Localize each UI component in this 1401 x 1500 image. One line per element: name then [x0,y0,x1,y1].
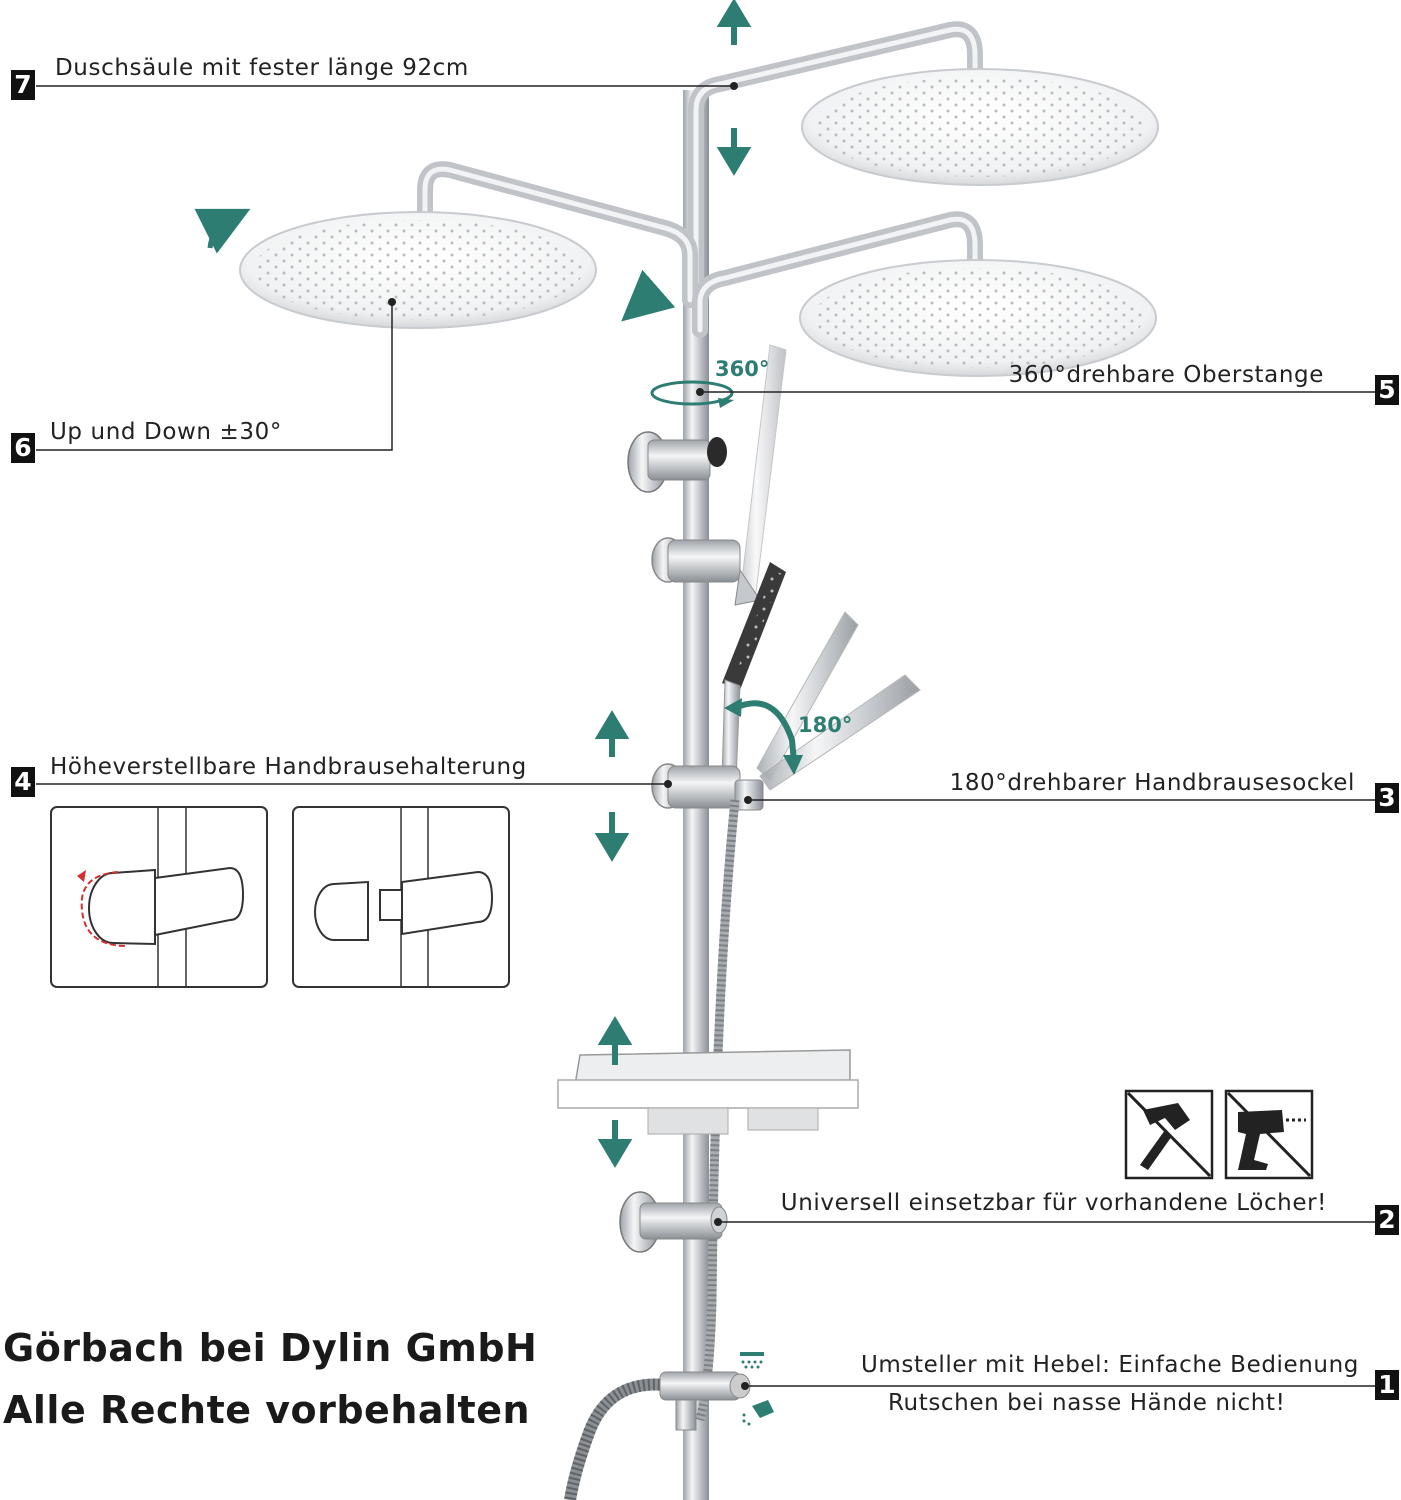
hand-shower-ghost [739,344,787,601]
tilt-arrow-right [621,269,676,322]
diverter [659,1371,751,1431]
badge-6: 6 [11,433,35,463]
no-drill-icon [1224,1089,1314,1180]
tilt-arrow-left [194,208,251,254]
callout-7-text: Duschsäule mit fester länge 92cm [55,55,469,81]
badge-3: 3 [1375,783,1399,813]
badge-7: 7 [11,70,35,100]
rotation-180-label: 180° [798,713,853,737]
callout-1-text: Umsteller mit Hebel: Einfache Bedienung [860,1352,1359,1378]
lower-slider [651,763,764,811]
rotation-360-icon [650,380,734,406]
badge-2: 2 [1375,1205,1399,1235]
height-arrow-mid [594,710,630,862]
copyright-line-1: Görbach bei Dylin GmbH [3,1326,538,1370]
leader-6 [36,302,393,451]
height-arrow-low [597,1016,633,1168]
upper-slider [651,537,761,606]
rotation-180-icon [733,700,797,763]
no-hammer-icon [1124,1089,1214,1180]
badge-1: 1 [1375,1370,1399,1400]
callout-2-text: Universell einsetzbar für vorhandene Löc… [780,1190,1327,1216]
wall-bracket-bottom [619,1191,728,1253]
callout-5-text: 360°drehbare Oberstange [1008,362,1324,388]
callout-4-text: Höheverstellbare Handbrausehalterung [50,754,527,780]
badge-5: 5 [1375,375,1399,405]
badge-4: 4 [11,767,35,797]
callout-3-text: 180°drehbarer Handbrausesockel [949,770,1355,796]
hand-shower-icon [742,1400,774,1426]
copyright-line-2: Alle Rechte vorbehalten [3,1388,531,1432]
callout-6-text: Up und Down ±30° [50,419,282,445]
rain-shower-icon [740,1352,764,1369]
detail-box-rotate [50,806,268,988]
shower-shelf [557,1049,859,1135]
wall-bracket-top [627,431,727,493]
callout-1-subtext: Rutschen bei nasse Hände nicht! [888,1390,1286,1416]
detail-box-exploded [292,806,510,988]
rotation-360-label: 360° [715,357,770,381]
height-arrow-top [716,0,752,176]
